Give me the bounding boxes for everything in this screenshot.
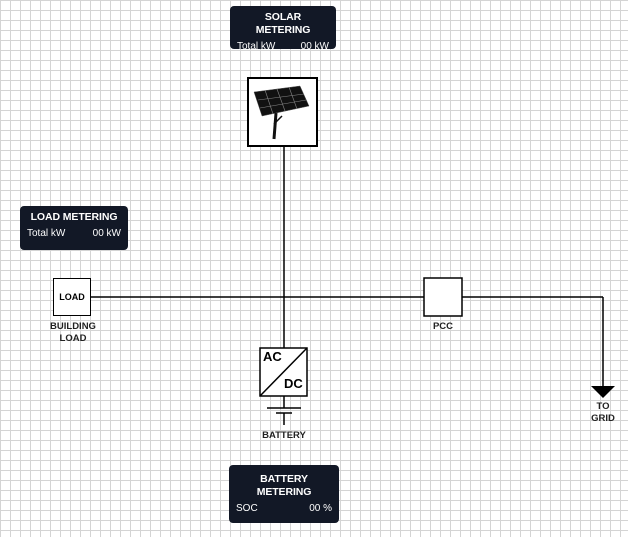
- solar-metering-title: SOLAR METERING: [255, 11, 311, 36]
- inverter-ac-label: AC: [263, 349, 282, 364]
- solar-panel-icon: [247, 77, 318, 147]
- building-load-label: BUILDING LOAD: [50, 321, 96, 344]
- load-box-label: LOAD: [59, 292, 85, 302]
- battery-metering-card[interactable]: BATTERY METERING SOC 00 %: [229, 465, 339, 523]
- load-metric-value: 00 kW: [92, 228, 121, 239]
- battery-metering-title: BATTERY METERING: [256, 473, 312, 498]
- battery-label: BATTERY: [262, 430, 306, 441]
- pcc-label: PCC: [432, 321, 454, 332]
- inverter-dc-label: DC: [284, 376, 303, 391]
- ground-arrow-icon: [591, 386, 615, 398]
- solar-metric-label: Total kW: [237, 41, 276, 52]
- pcc-box: [423, 277, 463, 317]
- load-metric-label: Total kW: [27, 228, 66, 239]
- load-metering-title: LOAD METERING: [30, 211, 118, 223]
- solar-metric-value: 00 kW: [300, 41, 329, 52]
- to-grid-label: TO GRID: [591, 401, 615, 424]
- solar-metering-card[interactable]: SOLAR METERING Total kW 00 kW: [230, 6, 336, 52]
- load-box[interactable]: LOAD: [53, 278, 91, 316]
- battery-symbol-icon: [267, 407, 301, 425]
- battery-metric-value: 00 %: [309, 503, 332, 514]
- ac-dc-inverter-icon: [259, 347, 308, 397]
- load-metering-card[interactable]: LOAD METERING Total kW 00 kW: [20, 206, 128, 250]
- battery-metric-label: SOC: [236, 503, 258, 514]
